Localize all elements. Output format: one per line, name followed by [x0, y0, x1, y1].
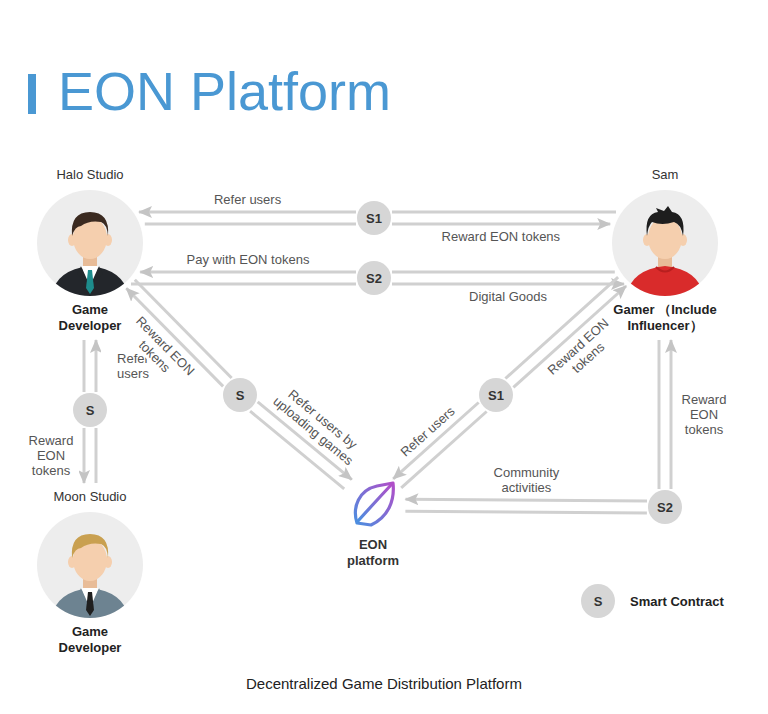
connector-arrow	[139, 211, 356, 214]
avatar-body	[51, 266, 129, 296]
connector-arrow	[83, 340, 86, 392]
avatar-background	[37, 512, 143, 618]
connector-arrow	[406, 499, 648, 501]
connector-arrow	[131, 283, 356, 286]
legend-swatch: S	[581, 584, 615, 618]
contract-id: S	[236, 388, 245, 403]
avatar-illustration	[37, 512, 143, 618]
person-name: Moon Studio	[54, 489, 127, 504]
eon-logo-outline	[355, 483, 393, 525]
connector-label: Refer users	[212, 192, 283, 207]
legend-text: Smart Contract	[630, 594, 724, 609]
connector-label: Digital Goods	[467, 289, 549, 304]
connector-arrow	[95, 428, 98, 483]
contract-id: S	[86, 403, 95, 418]
avatar-collar	[656, 267, 674, 272]
person-name: Halo Studio	[56, 167, 123, 182]
smart-contract-circle: S1	[357, 201, 391, 235]
connector-label: Reward EON tokens	[23, 433, 79, 478]
connector-arrow	[140, 271, 356, 274]
connector-label: Refer users by uploading games	[260, 374, 375, 476]
avatar-lapel-left	[77, 266, 87, 282]
legend-symbol: S	[594, 594, 603, 609]
contract-id: S2	[657, 500, 673, 515]
contract-id: S2	[366, 271, 382, 286]
avatar-tie	[86, 592, 94, 616]
avatar-tie	[86, 270, 94, 294]
connector-arrow	[392, 283, 624, 286]
connector-arrow	[392, 211, 616, 214]
connector-label: Pay with EON tokens	[185, 252, 312, 267]
avatar-body	[51, 588, 129, 618]
avatar-lapel-right	[93, 266, 103, 282]
avatar-background	[37, 190, 143, 296]
smart-contract-circle: S2	[357, 261, 391, 295]
smart-contract-circle: S2	[648, 490, 682, 524]
avatar-illustration	[37, 190, 143, 296]
contract-id: S1	[488, 388, 504, 403]
person-role: Game Developer	[45, 624, 135, 656]
person-name: Sam	[652, 167, 679, 182]
connector-label: Reward EON tokens	[676, 392, 732, 437]
platform-name: EON platform	[337, 537, 409, 569]
connector-arrow	[95, 340, 98, 392]
connector-arrow	[658, 340, 661, 489]
smart-contract-circle: S	[73, 393, 107, 427]
connector-arrow	[83, 428, 86, 483]
avatar-hair	[72, 212, 108, 236]
connector-arrow	[670, 340, 673, 489]
smart-contract-circle: S	[223, 378, 257, 412]
connector-arrow	[405, 511, 647, 513]
avatar-hair	[646, 206, 683, 236]
connector-arrow	[392, 223, 610, 226]
smart-contract-circle: S1	[479, 378, 513, 412]
connector-arrow	[393, 403, 478, 479]
caption: Decentralized Game Distribution Platform	[246, 675, 522, 692]
title: EON Platform	[58, 60, 391, 122]
connector-label: Refer users	[396, 402, 459, 461]
connector-label: Community activities	[484, 465, 568, 495]
platform-node: EON platform	[337, 475, 409, 569]
contract-id: S1	[366, 211, 382, 226]
connector-label: Reward EON tokens	[440, 229, 563, 244]
title-bar	[28, 74, 36, 114]
avatar-lapel-right	[93, 588, 103, 604]
avatar-body	[626, 266, 704, 296]
avatar-lapel-left	[77, 588, 87, 604]
person-node: SamGamer （Include Influencer）	[585, 167, 745, 334]
eon-logo-stroke	[358, 485, 391, 521]
person-node: Moon StudioGame Developer	[37, 489, 143, 656]
connector-arrow	[145, 223, 356, 226]
person-node: Halo StudioGame Developer	[37, 167, 143, 334]
avatar-hair	[72, 534, 108, 558]
connector-arrow	[392, 271, 615, 274]
avatar-illustration	[612, 190, 718, 296]
legend: S Smart Contract	[581, 584, 724, 618]
eon-logo	[343, 475, 403, 535]
